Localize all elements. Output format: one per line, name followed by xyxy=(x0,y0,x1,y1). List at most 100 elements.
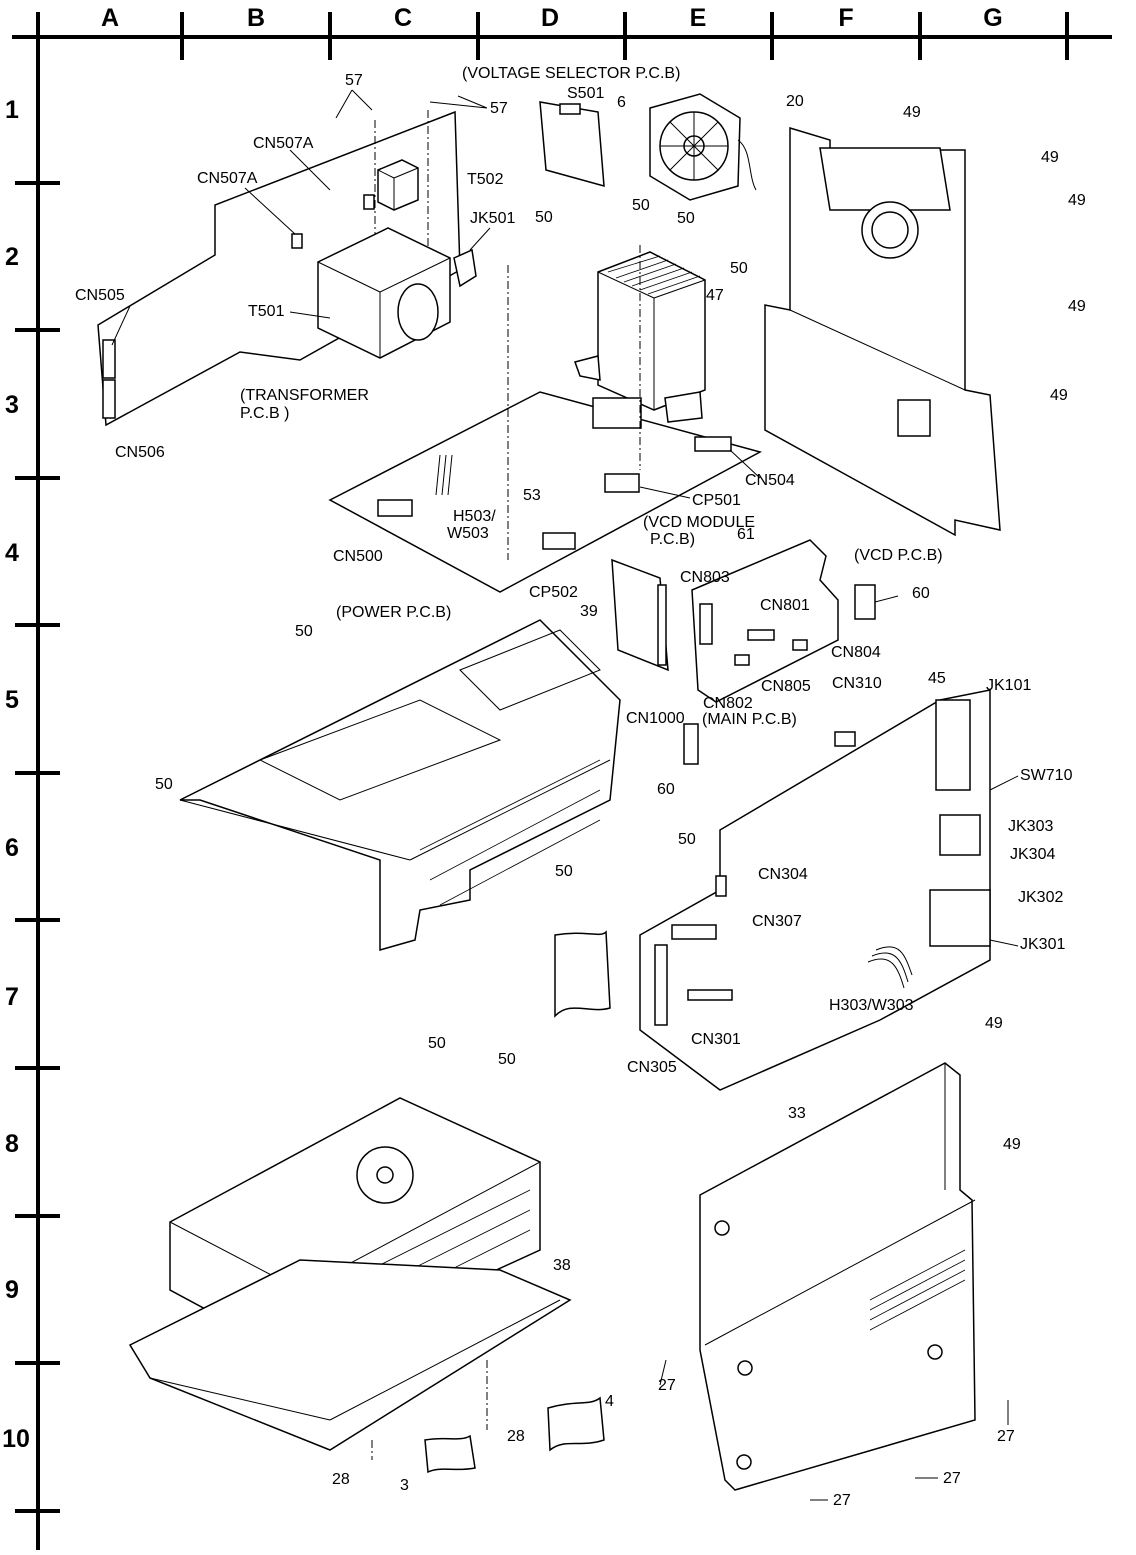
label-50-7: 50 xyxy=(678,831,696,848)
label-50-8: 50 xyxy=(555,863,573,880)
label-60-1: 60 xyxy=(912,585,930,602)
label-h503-2: W503 xyxy=(447,525,489,542)
label-38: 38 xyxy=(553,1257,571,1274)
label-53: 53 xyxy=(523,487,541,504)
part-drawings xyxy=(97,93,1001,1491)
label-cn507a-2: CN507A xyxy=(197,170,258,187)
row-number-7: 7 xyxy=(5,983,19,1011)
label-50-2: 50 xyxy=(632,197,650,214)
power-pcb-drawing xyxy=(328,245,763,593)
label-cn500: CN500 xyxy=(333,548,383,565)
label-50-4: 50 xyxy=(730,260,748,277)
row-number-6: 6 xyxy=(5,834,19,862)
label-28-1: 28 xyxy=(507,1428,525,1445)
label-transformer-pcb-1: (TRANSFORMER xyxy=(240,387,369,404)
column-letter-d: D xyxy=(541,4,559,32)
label-49-5: 49 xyxy=(1050,387,1068,404)
label-jk101: JK101 xyxy=(986,677,1031,694)
label-49-4: 49 xyxy=(1068,298,1086,315)
label-60-2: 60 xyxy=(657,781,675,798)
vcd-pcb-drawing xyxy=(691,539,839,703)
label-27-1: 27 xyxy=(658,1377,676,1394)
grid-frame xyxy=(12,12,1112,1550)
label-49-3: 49 xyxy=(1068,192,1086,209)
column-letter-e: E xyxy=(690,4,707,32)
label-61: 61 xyxy=(737,526,755,543)
row-number-3: 3 xyxy=(5,391,19,419)
label-vcd-pcb: (VCD P.C.B) xyxy=(854,547,943,564)
row-numbers: 1 2 3 4 5 6 7 8 9 10 xyxy=(2,96,30,1453)
column-letter-f: F xyxy=(838,4,853,32)
label-jk301: JK301 xyxy=(1020,936,1065,953)
row-number-1: 1 xyxy=(5,96,19,124)
column-letters: A B C D E F G xyxy=(101,4,1003,32)
label-47: 47 xyxy=(706,287,724,304)
label-sw710: SW710 xyxy=(1020,767,1073,784)
label-jk501: JK501 xyxy=(470,210,515,227)
label-cn802: CN802 xyxy=(703,695,753,712)
label-power-pcb: (POWER P.C.B) xyxy=(336,604,451,621)
label-main-pcb: (MAIN P.C.B) xyxy=(702,711,797,728)
label-cn305: CN305 xyxy=(627,1059,677,1076)
label-s501: S501 xyxy=(567,85,604,102)
label-20: 20 xyxy=(786,93,804,110)
column-letter-a: A xyxy=(101,4,119,32)
label-49-7: 49 xyxy=(1003,1136,1021,1153)
transformer-pcb-drawing xyxy=(97,110,461,427)
column-letter-g: G xyxy=(983,4,1002,32)
main-pcb-drawing xyxy=(554,689,991,1091)
label-28-2: 28 xyxy=(332,1471,350,1488)
base-tray-drawing xyxy=(128,1259,605,1474)
label-cn1000: CN1000 xyxy=(626,710,685,727)
leader-lines xyxy=(111,89,1019,1501)
label-cp501: CP501 xyxy=(692,492,741,509)
label-57-a: 57 xyxy=(345,72,363,89)
vcd-module-pcb-drawing xyxy=(611,558,669,672)
label-cn507a-1: CN507A xyxy=(253,135,314,152)
label-33: 33 xyxy=(788,1105,806,1122)
label-h503-1: H503/ xyxy=(453,508,496,525)
label-50-1: 50 xyxy=(535,209,553,226)
label-50-9: 50 xyxy=(428,1035,446,1052)
label-cn301: CN301 xyxy=(691,1031,741,1048)
row-number-9: 9 xyxy=(5,1276,19,1304)
label-cn805: CN805 xyxy=(761,678,811,695)
label-39: 39 xyxy=(580,603,598,620)
label-57-b: 57 xyxy=(490,100,508,117)
label-6: 6 xyxy=(617,94,626,111)
cabinet-39-drawing xyxy=(179,619,621,951)
row-number-10: 10 xyxy=(2,1425,30,1453)
label-cn307: CN307 xyxy=(752,913,802,930)
cover-33-drawing xyxy=(699,1062,976,1491)
row-number-5: 5 xyxy=(5,686,19,714)
label-49-1: 49 xyxy=(903,104,921,121)
t502-drawing xyxy=(377,159,419,211)
label-27-2: 27 xyxy=(997,1428,1015,1445)
label-3: 3 xyxy=(400,1477,409,1494)
label-cn506: CN506 xyxy=(115,444,165,461)
label-cn801: CN801 xyxy=(760,597,810,614)
label-27-3: 27 xyxy=(943,1470,961,1487)
voltage-selector-pcb-drawing xyxy=(539,101,605,188)
label-cp502: CP502 xyxy=(529,584,578,601)
label-t502: T502 xyxy=(467,171,504,188)
label-cn304: CN304 xyxy=(758,866,808,883)
label-cn505: CN505 xyxy=(75,287,125,304)
label-cn310: CN310 xyxy=(832,675,882,692)
label-50-10: 50 xyxy=(498,1051,516,1068)
row-number-4: 4 xyxy=(5,539,19,567)
label-jk302: JK302 xyxy=(1018,889,1063,906)
t501-drawing xyxy=(317,227,477,359)
label-voltage-selector-pcb: (VOLTAGE SELECTOR P.C.B) xyxy=(462,65,680,82)
label-jk303: JK303 xyxy=(1008,818,1053,835)
label-vcd-module-pcb-1: (VCD MODULE xyxy=(643,514,755,531)
column-letter-c: C xyxy=(394,4,412,32)
label-50-5: 50 xyxy=(295,623,313,640)
fan-drawing xyxy=(649,93,757,201)
row-number-8: 8 xyxy=(5,1130,19,1158)
label-cn803: CN803 xyxy=(680,569,730,586)
label-4: 4 xyxy=(605,1393,614,1410)
label-50-6: 50 xyxy=(155,776,173,793)
label-50-3: 50 xyxy=(677,210,695,227)
